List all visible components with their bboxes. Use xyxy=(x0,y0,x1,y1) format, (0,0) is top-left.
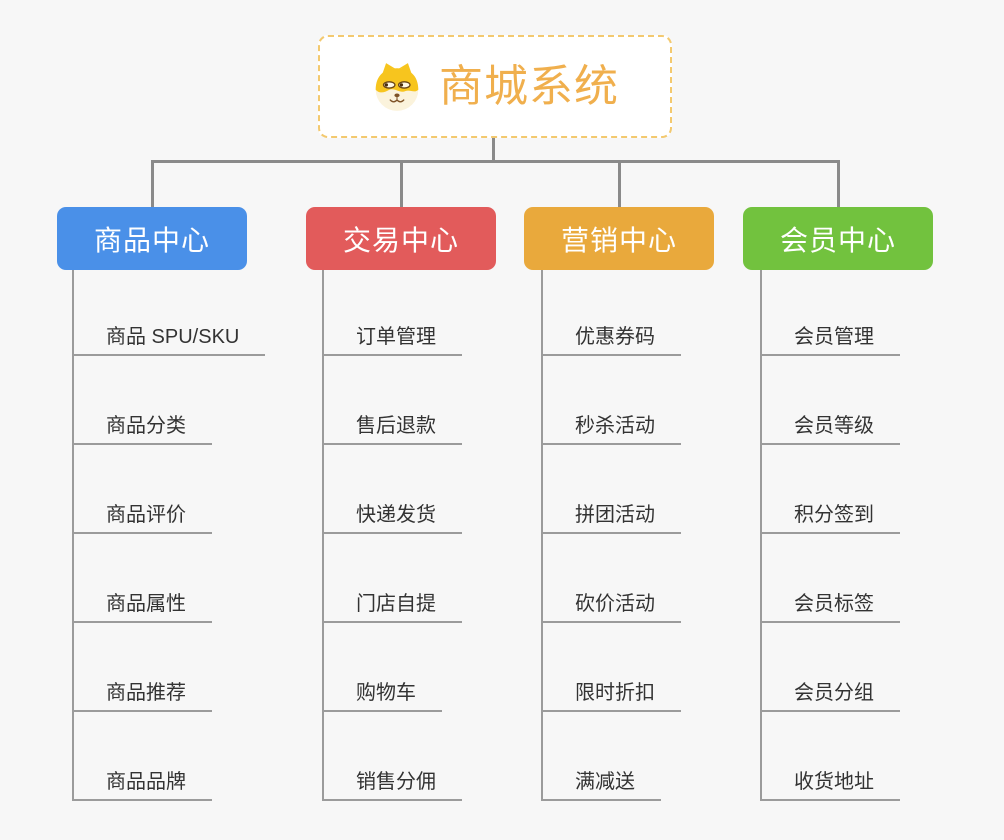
leaf-item[interactable]: 商品品牌 xyxy=(72,765,212,801)
connector-line xyxy=(617,160,621,207)
leaf-item[interactable]: 积分签到 xyxy=(760,498,900,534)
leaf-item[interactable]: 商品分类 xyxy=(72,409,212,445)
leaf-item[interactable]: 拼团活动 xyxy=(541,498,681,534)
branch-node-product-center[interactable]: 商品中心 xyxy=(57,207,247,270)
branch-trunk-line xyxy=(541,270,543,801)
leaf-item-label: 购物车 xyxy=(356,682,416,704)
leaf-item-label: 订单管理 xyxy=(356,326,436,348)
connector-line xyxy=(836,160,840,207)
connector-line xyxy=(150,160,840,163)
branch-trunk-line xyxy=(760,270,762,801)
connector-line xyxy=(492,138,495,163)
dog-icon xyxy=(375,62,419,111)
leaf-item-label: 会员管理 xyxy=(794,326,874,348)
leaf-item-label: 会员分组 xyxy=(794,682,874,704)
leaf-item[interactable]: 快递发货 xyxy=(322,498,462,534)
leaf-item-label: 拼团活动 xyxy=(575,504,655,526)
leaf-item[interactable]: 砍价活动 xyxy=(541,587,681,623)
leaf-item[interactable]: 满减送 xyxy=(541,765,661,801)
branch-trunk-line xyxy=(322,270,324,801)
leaf-item[interactable]: 商品评价 xyxy=(72,498,212,534)
leaf-item-label: 商品分类 xyxy=(106,415,186,437)
root-title-label: 商城系统 xyxy=(439,61,619,111)
leaf-item-label: 商品品牌 xyxy=(106,771,186,793)
leaf-item[interactable]: 购物车 xyxy=(322,676,442,712)
leaf-item[interactable]: 会员管理 xyxy=(760,320,900,356)
branch-node-trade-center[interactable]: 交易中心 xyxy=(306,207,496,270)
leaf-item[interactable]: 门店自提 xyxy=(322,587,462,623)
leaf-item-label: 秒杀活动 xyxy=(575,415,655,437)
leaf-item-label: 销售分佣 xyxy=(356,771,436,793)
leaf-item-label: 商品推荐 xyxy=(106,682,186,704)
leaf-item[interactable]: 会员等级 xyxy=(760,409,900,445)
branch-node-label: 交易中心 xyxy=(342,224,459,256)
leaf-item[interactable]: 销售分佣 xyxy=(322,765,462,801)
leaf-item-label: 收货地址 xyxy=(794,771,874,793)
connector-line xyxy=(150,160,154,207)
branch-node-marketing-center[interactable]: 营销中心 xyxy=(524,207,714,270)
leaf-item[interactable]: 商品属性 xyxy=(72,587,212,623)
leaf-item-label: 售后退款 xyxy=(356,415,436,437)
leaf-item[interactable]: 商品 SPU/SKU xyxy=(72,320,266,356)
leaf-item[interactable]: 订单管理 xyxy=(322,320,462,356)
leaf-item[interactable]: 限时折扣 xyxy=(541,676,681,712)
branch-trunk-line xyxy=(72,270,74,801)
leaf-item-label: 积分签到 xyxy=(794,504,874,526)
leaf-item-label: 快递发货 xyxy=(356,504,436,526)
leaf-item[interactable]: 会员分组 xyxy=(760,676,900,712)
leaf-item[interactable]: 会员标签 xyxy=(760,587,900,623)
leaf-item-label: 会员等级 xyxy=(794,415,874,437)
leaf-item[interactable]: 售后退款 xyxy=(322,409,462,445)
leaf-item[interactable]: 优惠券码 xyxy=(541,320,681,356)
leaf-item-label: 商品评价 xyxy=(106,504,186,526)
leaf-item-label: 优惠券码 xyxy=(575,326,655,348)
leaf-item-label: 会员标签 xyxy=(794,593,874,615)
branch-node-member-center[interactable]: 会员中心 xyxy=(743,207,933,270)
leaf-item-label: 限时折扣 xyxy=(575,682,655,704)
leaf-item[interactable]: 商品推荐 xyxy=(72,676,212,712)
leaf-item-label: 商品属性 xyxy=(106,593,186,615)
root-node[interactable]: 商城系统 xyxy=(318,35,672,138)
leaf-item-label: 门店自提 xyxy=(356,593,436,615)
leaf-item[interactable]: 收货地址 xyxy=(760,765,900,801)
leaf-item[interactable]: 秒杀活动 xyxy=(541,409,681,445)
branch-node-label: 会员中心 xyxy=(779,224,896,256)
connector-line xyxy=(399,160,403,207)
leaf-item-label: 满减送 xyxy=(575,771,635,793)
leaf-item-label: 商品 SPU/SKU xyxy=(106,326,240,348)
leaf-item-label: 砍价活动 xyxy=(575,593,655,615)
branch-node-label: 营销中心 xyxy=(560,224,677,256)
branch-node-label: 商品中心 xyxy=(93,224,210,256)
